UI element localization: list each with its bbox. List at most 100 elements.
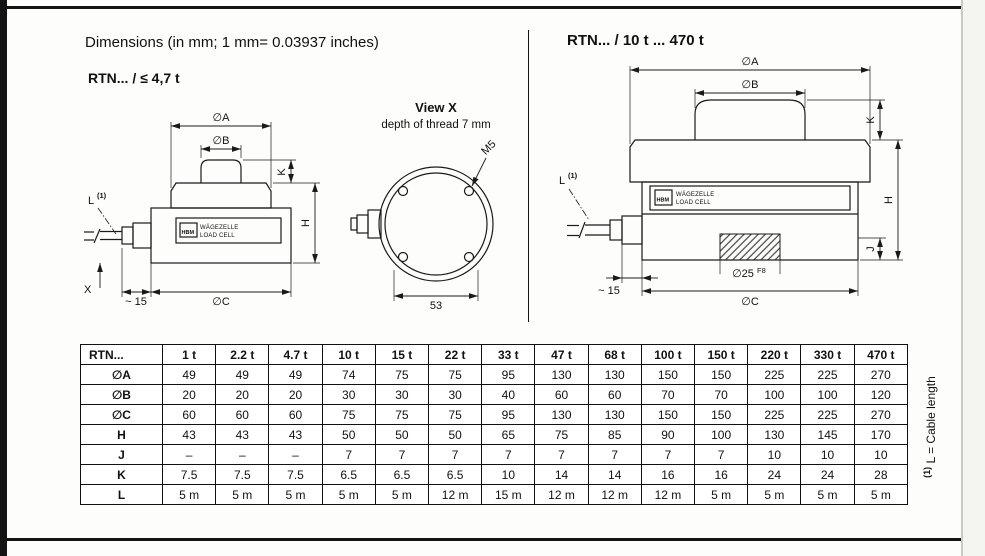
dim-value-cell: 12 m [534, 484, 589, 505]
dim-value-cell: 16 [694, 464, 749, 485]
dim-value-cell: 130 [747, 424, 802, 445]
dim-value-cell: 5 m [374, 484, 430, 505]
dim-label-cable-l: L [559, 175, 565, 187]
dim-value-cell: 75 [374, 404, 430, 425]
col-header-capacity: 470 t [853, 344, 909, 365]
top-flange [629, 139, 871, 183]
dim-label-j: J [865, 246, 877, 252]
dim-value-cell: 95 [481, 404, 536, 425]
dim-value-cell: 49 [161, 364, 217, 385]
cable-leader-line [97, 207, 117, 235]
dim-value-cell: 130 [587, 404, 642, 425]
dim-value-cell: 5 m [321, 484, 376, 505]
dim-value-cell: 5 m [161, 484, 217, 505]
dim-value-cell: 60 [268, 404, 323, 425]
nameplate [649, 185, 851, 211]
col-header-capacity: 2.2 t [215, 344, 270, 365]
dim-value-cell: 60 [215, 404, 270, 425]
inner-circle [384, 172, 488, 276]
dim-value-cell: 75 [428, 404, 483, 425]
dim-value-cell: 5 m [747, 484, 802, 505]
view-x-title: View X [415, 100, 457, 115]
col-header-capacity: 100 t [640, 344, 696, 365]
page-margin [963, 0, 985, 556]
dim-value-cell: 12 m [640, 484, 696, 505]
dim-value-cell: 7 [321, 444, 376, 465]
drawing-view-x: View X depth of thread 7 mm M5 53 [350, 100, 499, 312]
dim-value-cell: 5 m [800, 484, 855, 505]
recess-section-hatch [719, 233, 781, 261]
dim-value-cell: 7 [374, 444, 430, 465]
hbm-logo [179, 222, 198, 238]
dim-value-cell: 10 [800, 444, 855, 465]
cable-note-sup: (1) [922, 466, 932, 478]
page-frame-top [7, 6, 961, 9]
dim-value-cell: 85 [587, 424, 642, 445]
thread-hole [463, 251, 475, 263]
nameplate-line1: WÄGEZELLE [200, 224, 238, 231]
dim-value-cell: 24 [747, 464, 802, 485]
dim-value-cell: 90 [640, 424, 696, 445]
dim-value-cell: 70 [640, 384, 696, 405]
dim-value-cell: 75 [534, 424, 589, 445]
dim-value-cell: 75 [428, 364, 483, 385]
dim-label-phi-25: ∅25 [732, 268, 754, 280]
dim-value-cell: 150 [694, 364, 749, 385]
view-x-subtitle: depth of thread 7 mm [381, 119, 490, 131]
cable-note-text: L = Cable length [924, 376, 938, 464]
dim-label-phi-a: ∅A [213, 112, 231, 124]
row-label: J [80, 444, 163, 465]
dim-value-cell: 10 [747, 444, 802, 465]
dim-value-cell: 65 [481, 424, 536, 445]
dim-label-phi-a: ∅A [742, 56, 760, 68]
dim-value-cell: 43 [161, 424, 217, 445]
cable-gland-end-view [350, 209, 382, 239]
dim-label-k: K [276, 168, 288, 176]
dim-value-cell: 150 [640, 404, 696, 425]
dim-label-15: ~ 15 [598, 285, 620, 297]
dim-value-cell: 5 m [853, 484, 909, 505]
dim-value-cell: 6.5 [374, 464, 430, 485]
dim-value-cell: 70 [694, 384, 749, 405]
dim-value-cell: 150 [694, 404, 749, 425]
col-header-capacity: 150 t [694, 344, 749, 365]
dim-label-phi-c: ∅C [212, 296, 230, 308]
dim-label-phi-b: ∅B [742, 79, 759, 91]
col-header-capacity: 1 t [161, 344, 217, 365]
dim-value-cell: 10 [853, 444, 909, 465]
dim-value-cell: 130 [534, 404, 589, 425]
dim-value-cell: 6.5 [321, 464, 376, 485]
col-header-capacity: 330 t [800, 344, 855, 365]
dim-value-cell: 49 [268, 364, 323, 385]
page-frame-left [0, 0, 7, 556]
col-header-rtn: RTN... [80, 344, 163, 365]
dim-value-cell: 75 [374, 364, 430, 385]
dim-value-cell: 270 [853, 364, 909, 385]
col-header-capacity: 33 t [481, 344, 536, 365]
col-header-capacity: 68 t [587, 344, 642, 365]
dim-value-cell: 30 [428, 384, 483, 405]
dim-value-cell: 225 [747, 364, 802, 385]
load-button [694, 99, 806, 140]
dimensions-title: Dimensions (in mm; 1 mm= 0.03937 inches) [85, 34, 379, 51]
dim-value-cell: 50 [428, 424, 483, 445]
hbm-logo-text: HBM [182, 230, 195, 236]
dim-value-cell: 60 [161, 404, 217, 425]
dim-value-cell: 7 [534, 444, 589, 465]
dim-value-cell: 20 [161, 384, 217, 405]
dim-value-cell: 130 [534, 364, 589, 385]
dim-value-cell: 20 [215, 384, 270, 405]
col-header-capacity: 4.7 t [268, 344, 323, 365]
dim-value-cell: 12 m [587, 484, 642, 505]
dim-label-cable-l: L [88, 195, 94, 207]
dim-value-cell: 14 [534, 464, 589, 485]
dim-label-53: 53 [430, 300, 442, 312]
drawing-rtn-small: HBM WÄGEZELLE LOAD CELL L (1) X ∅A ∅B [84, 112, 320, 308]
dim-value-cell: 7.5 [215, 464, 270, 485]
dim-value-cell: 40 [481, 384, 536, 405]
